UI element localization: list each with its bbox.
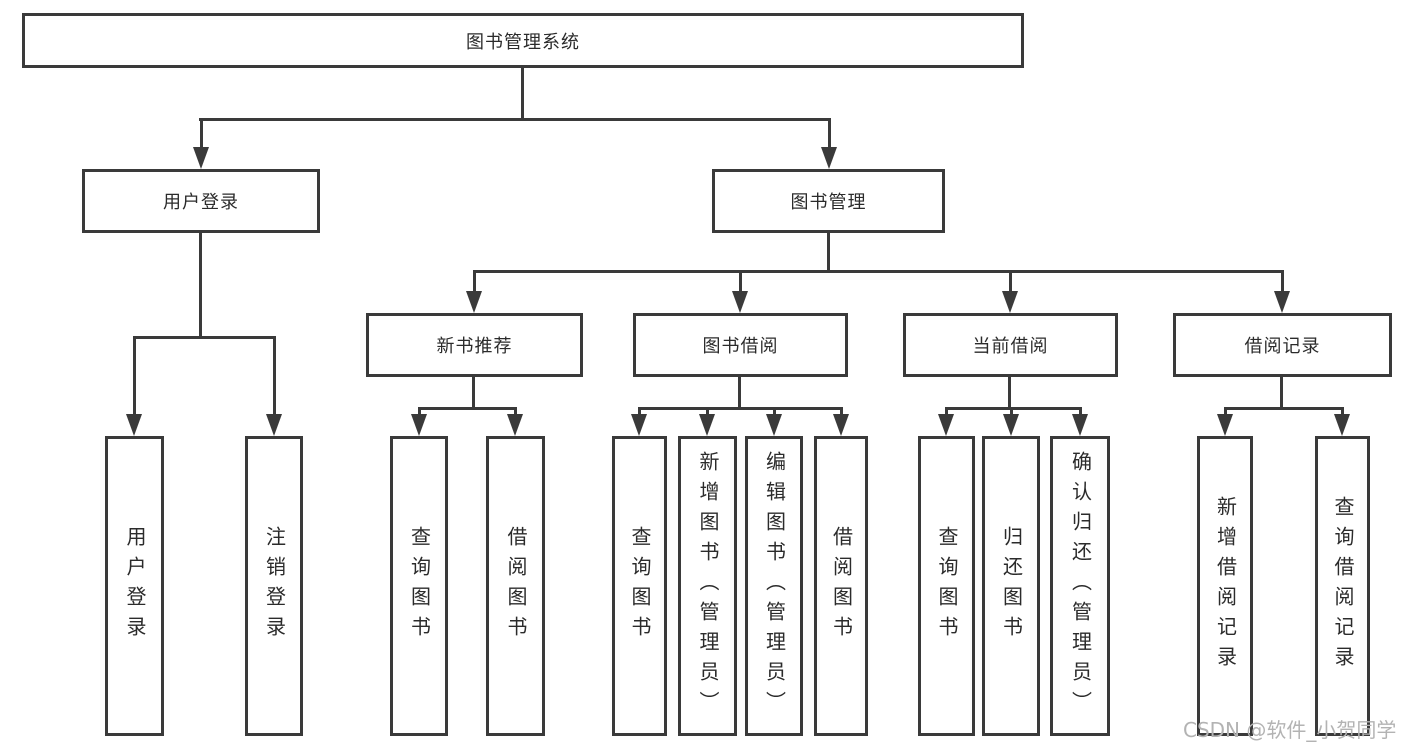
connector-borrowing-stem (738, 377, 741, 410)
leaf-label: 用户登录 (123, 526, 147, 646)
node-label: 借阅记录 (1244, 336, 1321, 357)
arrow-to-query-books-3 (938, 407, 954, 436)
leaf-label: 归还图书 (999, 526, 1024, 646)
csdn-watermark: CSDN @软件_小贺同学 (1183, 718, 1397, 742)
connector-borrowing-bar (638, 407, 842, 410)
connector-records-stem (1280, 377, 1283, 410)
leaf-label: 确认归还（管理员） (1068, 451, 1093, 721)
connector-root-stem (521, 68, 524, 121)
arrow-to-query-record (1334, 407, 1350, 436)
leaf-label: 借阅图书 (829, 526, 854, 646)
leaf-confirm-return-admin: 确认归还（管理员） (1050, 436, 1110, 736)
leaf-label: 新增图书（管理员） (696, 451, 720, 721)
arrow-to-add-record (1217, 407, 1233, 436)
leaf-label: 查询图书 (407, 526, 432, 646)
leaf-label: 查询图书 (935, 526, 959, 646)
node-label: 图书管理系统 (466, 31, 580, 53)
leaf-query-borrow-record: 查询借阅记录 (1315, 436, 1370, 736)
leaf-label: 编辑图书（管理员） (762, 451, 787, 721)
arrow-to-edit-book (766, 407, 782, 436)
leaf-query-books-newbooks: 查询图书 (390, 436, 448, 736)
arrow-to-current (1002, 270, 1018, 313)
connector-current-bar (945, 407, 1081, 410)
leaf-label: 查询图书 (628, 526, 652, 646)
arrow-to-new-books (466, 270, 482, 313)
leaf-borrow-books-newbooks: 借阅图书 (486, 436, 545, 736)
leaf-query-books-current: 查询图书 (918, 436, 975, 736)
arrow-to-add-book (699, 407, 715, 436)
arrow-to-records (1274, 270, 1290, 313)
leaf-label: 新增借阅记录 (1213, 496, 1238, 676)
connector-current-stem (1008, 377, 1011, 410)
arrow-to-query-books-1 (411, 407, 427, 436)
leaf-label: 借阅图书 (504, 526, 528, 646)
leaf-return-books: 归还图书 (982, 436, 1040, 736)
arrow-to-confirm-return (1072, 407, 1088, 436)
connector-root-bar (199, 118, 831, 121)
node-new-book-recommendation: 新书推荐 (366, 313, 583, 377)
arrow-to-borrowing (732, 270, 748, 313)
leaf-add-borrow-record: 新增借阅记录 (1197, 436, 1253, 736)
leaf-query-books-borrowing: 查询图书 (612, 436, 667, 736)
leaf-label: 查询借阅记录 (1331, 496, 1355, 676)
leaf-add-book-admin: 新增图书（管理员） (678, 436, 737, 736)
connector-user-login-stem (199, 233, 202, 339)
node-library-management-system: 图书管理系统 (22, 13, 1024, 68)
arrow-to-query-books-2 (631, 407, 647, 436)
node-user-login: 用户登录 (82, 169, 320, 233)
node-label: 用户登录 (163, 192, 239, 213)
leaf-edit-book-admin: 编辑图书（管理员） (745, 436, 803, 736)
node-book-management: 图书管理 (712, 169, 945, 233)
arrow-to-user-login (193, 118, 209, 169)
arrow-to-borrow-books-1 (507, 407, 523, 436)
connector-user-login-bar (133, 336, 275, 339)
connector-book-management-stem (827, 233, 830, 273)
leaf-label: 注销登录 (262, 526, 287, 646)
connector-new-books-bar (418, 407, 517, 410)
leaf-user-login: 用户登录 (105, 436, 164, 736)
node-label: 图书借阅 (702, 336, 779, 357)
node-current-borrowing: 当前借阅 (903, 313, 1118, 377)
connector-new-books-stem (472, 377, 475, 410)
node-book-borrowing: 图书借阅 (633, 313, 848, 377)
connector-records-bar (1224, 407, 1344, 410)
arrow-to-borrow-books-2 (833, 407, 849, 436)
arrow-to-leaf-user-login (126, 336, 142, 436)
arrow-to-return-books (1003, 407, 1019, 436)
arrow-to-book-management (821, 118, 837, 169)
leaf-borrow-books-borrowing: 借阅图书 (814, 436, 868, 736)
arrow-to-leaf-logout (266, 336, 282, 436)
node-label: 图书管理 (790, 192, 867, 213)
node-label: 当前借阅 (972, 336, 1049, 357)
node-borrowing-records: 借阅记录 (1173, 313, 1392, 377)
leaf-logout: 注销登录 (245, 436, 303, 736)
connector-book-management-bar (473, 270, 1283, 273)
node-label: 新书推荐 (436, 336, 513, 357)
